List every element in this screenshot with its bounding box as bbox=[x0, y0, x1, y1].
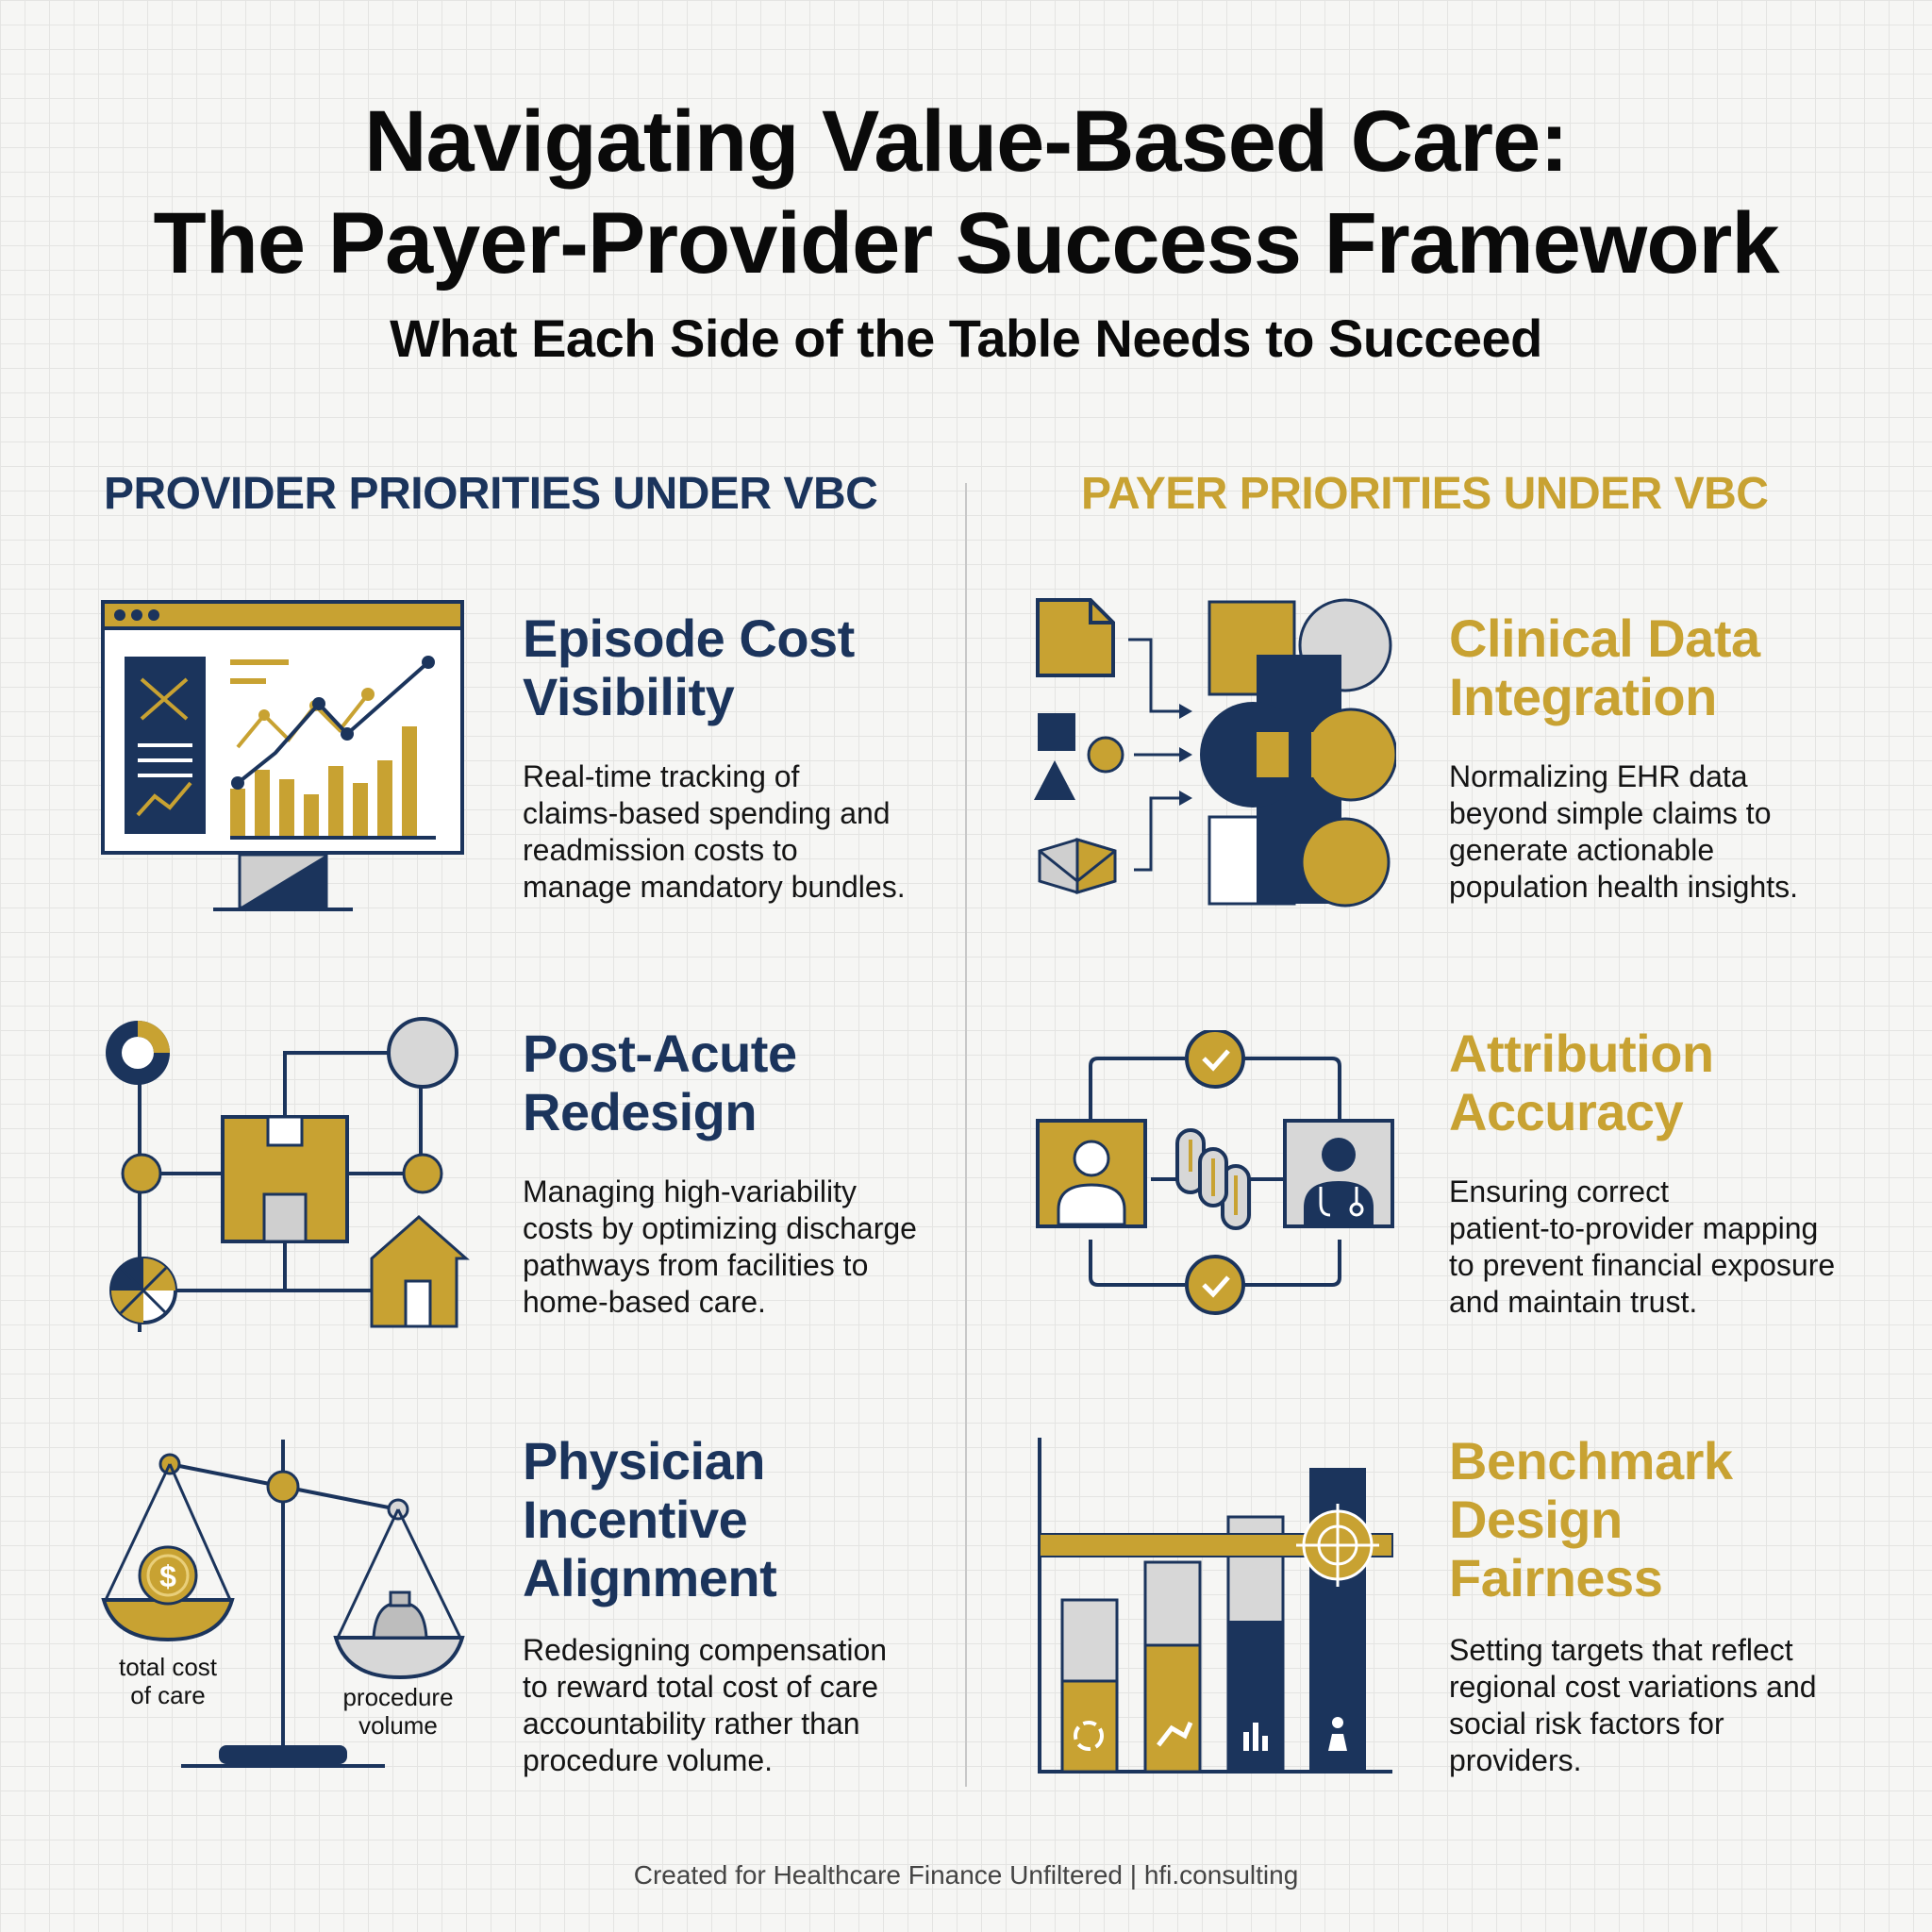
card-desc-physician-incentive-alignment: Redesigning compensation to reward total… bbox=[523, 1633, 888, 1777]
card-desc-benchmark-design-fairness: Setting targets that reflect regional co… bbox=[1449, 1633, 1817, 1777]
card-title-clinical-data-integration: Clinical Data Integration bbox=[1449, 608, 1760, 726]
card-title-attribution-accuracy: Attribution Accuracy bbox=[1449, 1024, 1714, 1141]
balance-scale-icon: $ total cost of care procedure volume bbox=[101, 1440, 465, 1768]
card-title-physician-incentive-alignment: Physician Incentive Alignment bbox=[523, 1431, 777, 1607]
card-title-benchmark-design-fairness: Benchmark Design Fairness bbox=[1449, 1431, 1733, 1607]
left-pan-label-line-2: of care bbox=[130, 1681, 206, 1709]
coin-dollar-symbol: $ bbox=[159, 1559, 176, 1593]
card-desc-clinical-data-integration: Normalizing EHR data beyond simple claim… bbox=[1449, 759, 1799, 904]
dashboard-monitor-icon bbox=[101, 600, 464, 911]
card-title-post-acute-redesign: Post-Acute Redesign bbox=[523, 1024, 797, 1141]
footer-credit: Created for Healthcare Finance Unfiltere… bbox=[633, 1860, 1299, 1890]
card-desc-episode-cost-visibility: Real-time tracking of claims-based spend… bbox=[523, 759, 906, 904]
payer-column-heading: PAYER PRIORITIES UNDER VBC bbox=[1081, 469, 1769, 519]
column-divider bbox=[965, 483, 967, 1787]
title-line-1: Navigating Value-Based Care: bbox=[364, 93, 1569, 190]
data-integration-icon bbox=[1034, 598, 1396, 908]
patient-provider-link-icon bbox=[1036, 1030, 1394, 1315]
subtitle: What Each Side of the Table Needs to Suc… bbox=[390, 308, 1542, 368]
care-pathway-network-icon bbox=[106, 1017, 470, 1332]
left-pan-label-line-1: total cost bbox=[119, 1653, 218, 1681]
benchmark-target-chart-icon bbox=[1038, 1438, 1393, 1774]
card-title-episode-cost-visibility: Episode Cost Visibility bbox=[523, 608, 855, 726]
card-desc-attribution-accuracy: Ensuring correct patient-to-provider map… bbox=[1449, 1174, 1836, 1319]
provider-column-heading: PROVIDER PRIORITIES UNDER VBC bbox=[104, 469, 878, 519]
right-pan-label-line-2: volume bbox=[358, 1711, 438, 1740]
card-desc-post-acute-redesign: Managing high-variability costs by optim… bbox=[523, 1174, 917, 1319]
right-pan-label-line-1: procedure bbox=[342, 1683, 453, 1711]
title-line-2: The Payer-Provider Success Framework bbox=[153, 195, 1779, 291]
